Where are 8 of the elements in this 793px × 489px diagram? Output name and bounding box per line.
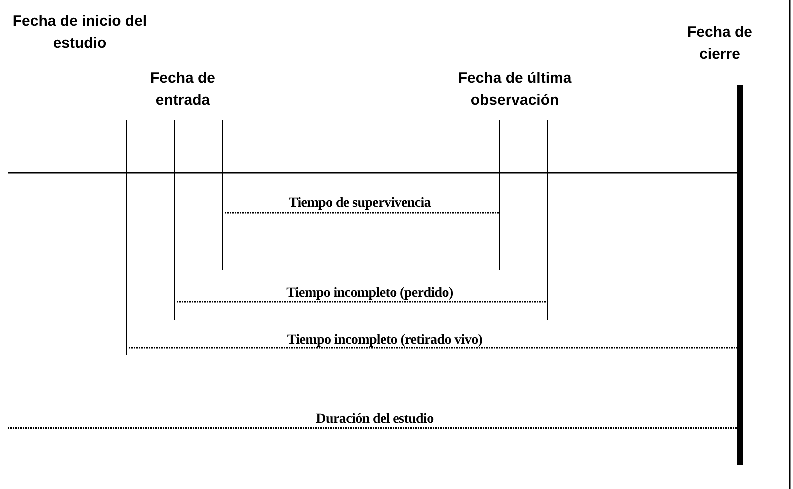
date-heading: Fecha de cierre (686, 23, 754, 65)
interval-label: Tiempo incompleto (perdido) (286, 286, 454, 302)
date-heading: Fecha de última observación (457, 69, 573, 111)
interval-label: Tiempo de supervivencia (288, 196, 432, 212)
date-heading: Fecha de inicio del estudio (12, 12, 148, 54)
interval-label: Duración del estudio (315, 412, 435, 428)
interval-label: Tiempo incompleto (retirado vivo) (286, 333, 484, 349)
date-heading: Fecha de entrada (149, 69, 217, 111)
